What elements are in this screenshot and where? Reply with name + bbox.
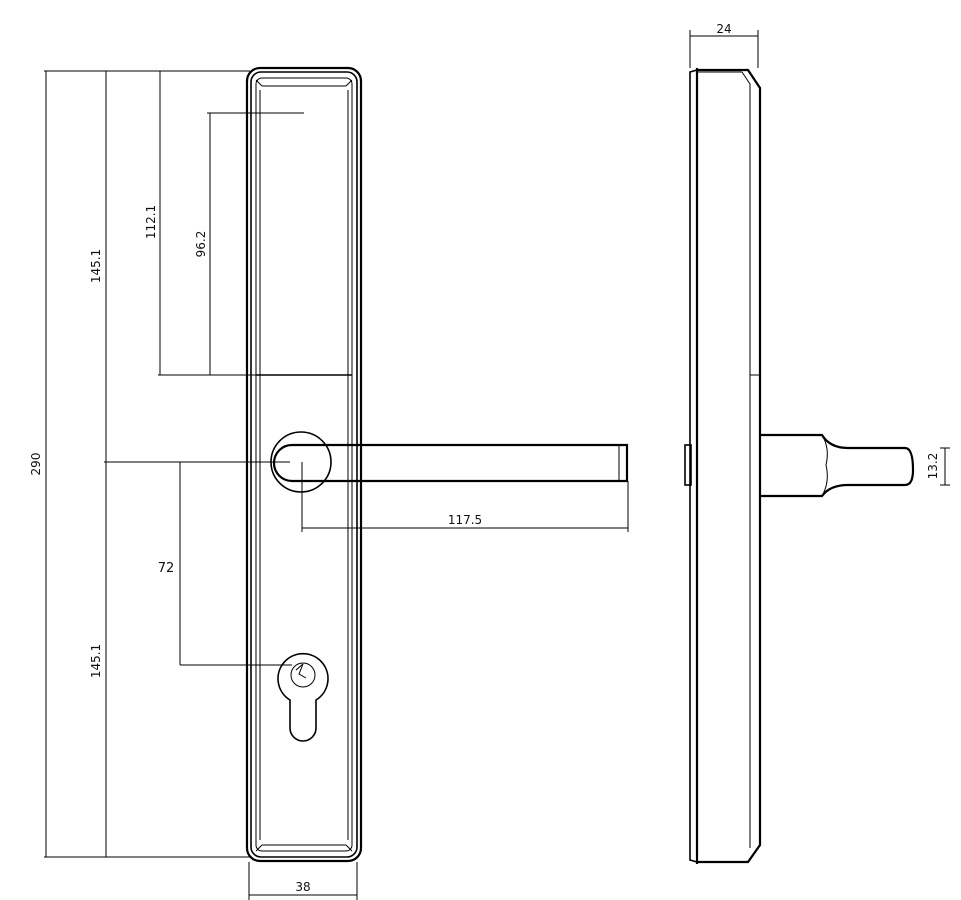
side-back-plate bbox=[689, 69, 698, 863]
dim-lower-height: 145.1 bbox=[89, 644, 103, 678]
dim-side-thickness: 24 bbox=[716, 22, 731, 36]
dim-panel-depth: 112.1 bbox=[144, 205, 158, 239]
dimension-lines bbox=[44, 30, 950, 900]
dim-plate-width: 38 bbox=[295, 880, 310, 894]
dim-handle-length: 117.5 bbox=[448, 513, 482, 527]
side-view bbox=[684, 68, 915, 864]
dim-sensor-depth: 96.2 bbox=[194, 231, 208, 258]
dim-total-height: 290 bbox=[29, 453, 43, 476]
front-view bbox=[245, 66, 629, 863]
key-cylinder bbox=[277, 652, 329, 742]
front-plate-inner-1 bbox=[250, 71, 358, 858]
dim-handle-thickness: 13.2 bbox=[926, 453, 940, 480]
lever-handle bbox=[272, 443, 629, 483]
side-body-profile bbox=[697, 68, 762, 864]
front-plate-inner-2 bbox=[255, 77, 353, 852]
dim-backset: 72 bbox=[158, 561, 175, 576]
side-lever-profile bbox=[760, 433, 915, 498]
front-plate-outline bbox=[245, 66, 363, 863]
dim-upper-height: 145.1 bbox=[89, 249, 103, 283]
dimension-labels: 290 145.1 145.1 112.1 96.2 117.5 72 38 2… bbox=[29, 22, 940, 894]
